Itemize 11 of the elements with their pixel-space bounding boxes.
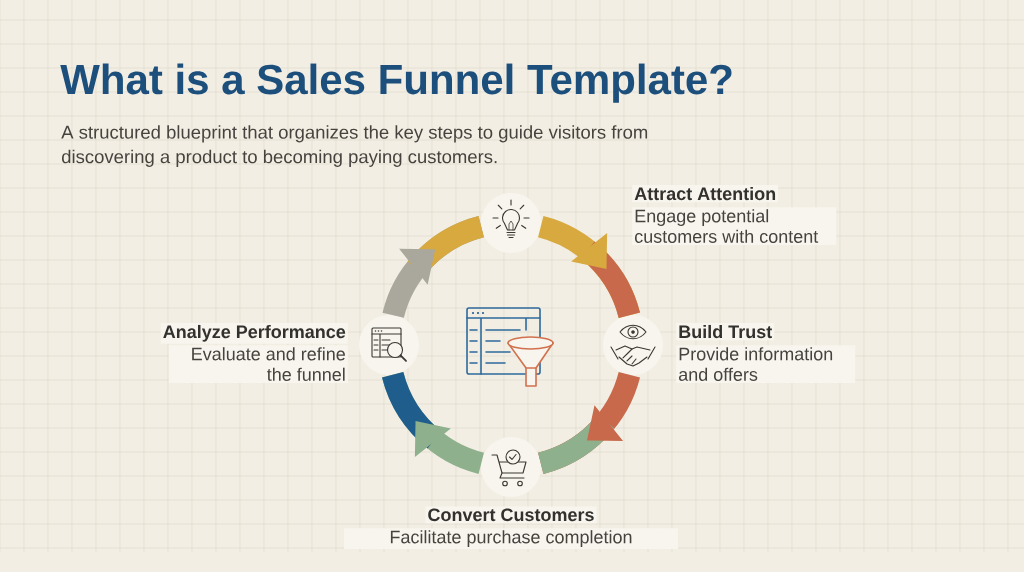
cycle-arrow — [537, 371, 640, 474]
step-description: Engage potential customers with content — [632, 207, 837, 245]
step-description: Facilitate purchase completion — [344, 528, 678, 549]
cycle-arrow — [537, 216, 640, 319]
cycle-arrow — [382, 371, 485, 474]
title: What is a Sales Funnel Template? — [60, 63, 732, 103]
step-title: Convert Customers — [425, 506, 597, 524]
cycle-arrow — [382, 216, 485, 319]
subtitle: A structured blueprint that organizes the key steps to guide visitors from discovering a product to becoming paying customers. — [61, 125, 648, 167]
step-description: Evaluate and refine the funnel — [168, 345, 348, 383]
step-description: Provide information and offers — [676, 345, 856, 383]
